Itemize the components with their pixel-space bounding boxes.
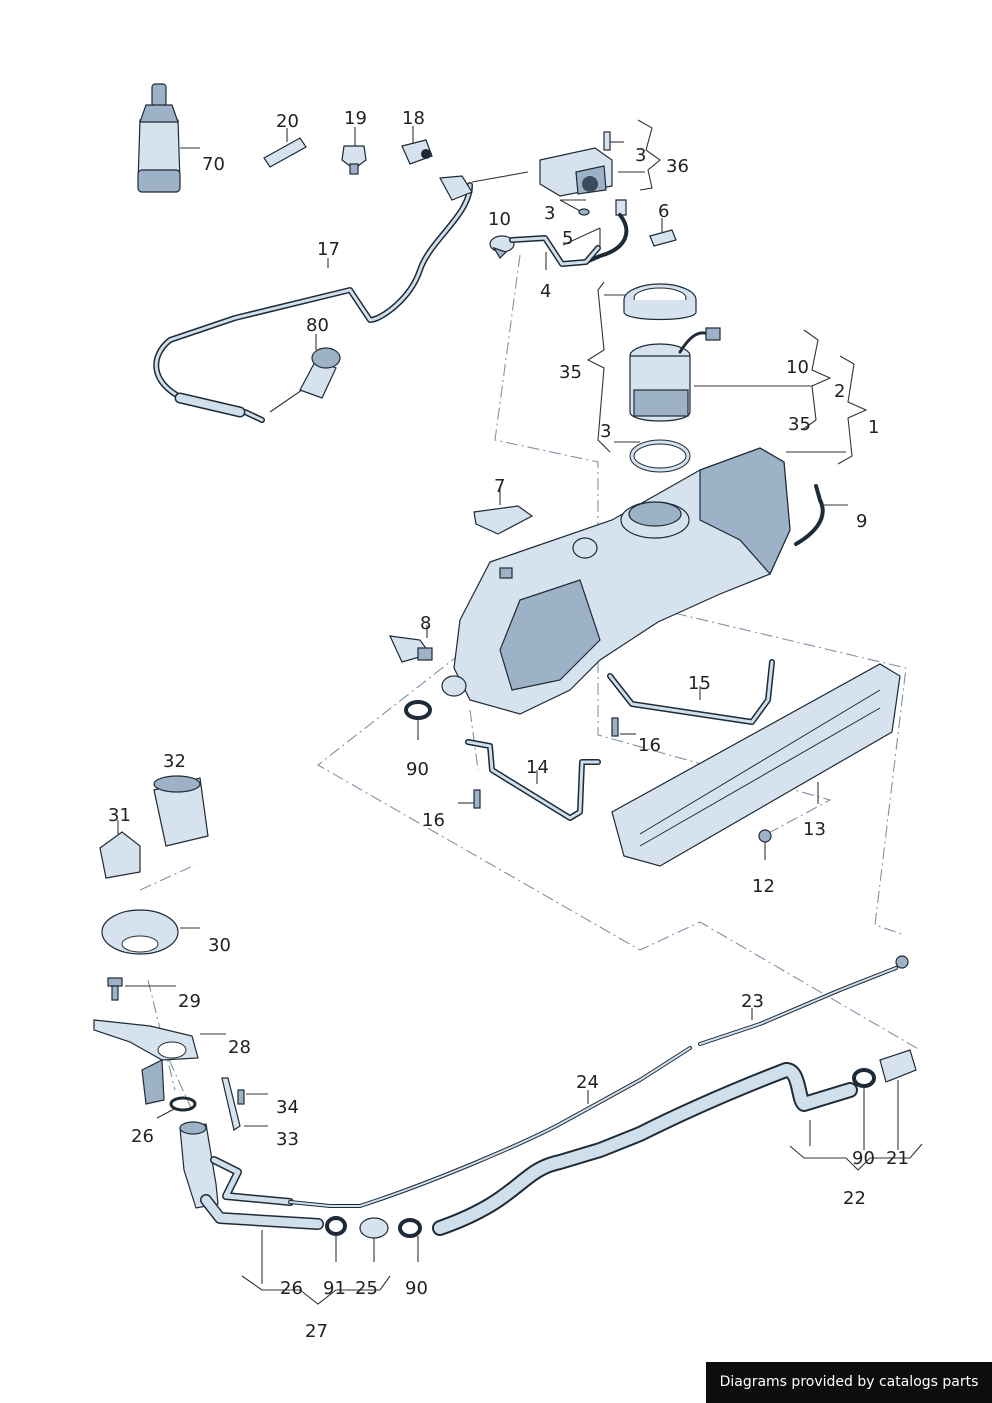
- label-36: 36: [666, 156, 689, 177]
- part-number-labels: 70 20 19 18 3 36 3 6 10 17 5 4 80 35 10 …: [108, 108, 909, 1342]
- label-27: 27: [305, 1321, 328, 1342]
- part-17-vent-line: [153, 171, 529, 423]
- part-80-valve: [269, 334, 341, 413]
- label-3-b: 3: [544, 203, 555, 224]
- label-18: 18: [402, 108, 425, 129]
- label-33: 33: [276, 1129, 299, 1150]
- part-29-bolt: [107, 977, 176, 1001]
- part-12-nut: [758, 829, 772, 860]
- label-2: 2: [834, 381, 845, 402]
- label-90-a: 90: [406, 759, 429, 780]
- label-91: 91: [323, 1278, 346, 1299]
- label-29: 29: [178, 991, 201, 1012]
- part-16-bolts: [458, 717, 636, 809]
- braces-35-1-2: [586, 281, 868, 465]
- label-24: 24: [576, 1072, 599, 1093]
- part-14-strap: [465, 739, 601, 821]
- part-13-heat-shield: [611, 663, 901, 867]
- part-36-pump-module: [539, 119, 661, 264]
- label-90-b: 90: [852, 1148, 875, 1169]
- label-3-c: 3: [600, 421, 611, 442]
- part-8-sensor: [388, 625, 433, 663]
- label-35-b: 35: [788, 414, 811, 435]
- label-26-a: 26: [131, 1126, 154, 1147]
- part-28-bracket: [93, 1019, 226, 1105]
- label-17: 17: [317, 239, 340, 260]
- label-13: 13: [803, 819, 826, 840]
- part-22-21-connector: [789, 1049, 923, 1171]
- label-16-a: 16: [638, 735, 661, 756]
- label-1: 1: [868, 417, 879, 438]
- label-90-c: 90: [405, 1278, 428, 1299]
- label-31: 31: [108, 805, 131, 826]
- part-30-funnel: [101, 909, 200, 955]
- part-18-connector: [401, 126, 433, 165]
- label-10-b: 10: [786, 357, 809, 378]
- part-24-line: [288, 1046, 692, 1208]
- part-10-clamp: [489, 235, 515, 259]
- label-14: 14: [526, 757, 549, 778]
- part-7-module: [473, 487, 534, 535]
- part-26-seal: [156, 1096, 197, 1119]
- label-19: 19: [344, 108, 367, 129]
- label-4: 4: [540, 281, 551, 302]
- part-70-filler-neck: [137, 83, 200, 193]
- part-32-filter: [153, 775, 209, 847]
- label-25: 25: [355, 1278, 378, 1299]
- label-23: 23: [741, 991, 764, 1012]
- label-26-b: 26: [280, 1278, 303, 1299]
- clamps-91-90-lower: [325, 1216, 422, 1262]
- part-3-seal: [614, 439, 691, 473]
- label-12: 12: [752, 876, 775, 897]
- label-22: 22: [843, 1188, 866, 1209]
- part-20-pipe: [263, 128, 307, 168]
- label-21: 21: [886, 1148, 909, 1169]
- part-9-pipe: [794, 484, 848, 546]
- part-6-clip: [649, 218, 677, 247]
- label-70: 70: [202, 154, 225, 175]
- part-34-33-bracket: [221, 1077, 268, 1131]
- label-35-a: 35: [559, 362, 582, 383]
- part-23-line: [698, 955, 909, 1046]
- label-8: 8: [420, 613, 431, 634]
- part-3-nut: [559, 199, 590, 216]
- part-19-clip: [341, 127, 367, 175]
- part-31-cap: [99, 820, 141, 879]
- part-4-hose: [509, 227, 601, 270]
- label-16-b: 16: [422, 810, 445, 831]
- label-9: 9: [856, 511, 867, 532]
- label-7: 7: [494, 476, 505, 497]
- footer-credit: Diagrams provided by catalogs parts: [706, 1362, 992, 1403]
- label-28: 28: [228, 1037, 251, 1058]
- label-15: 15: [688, 673, 711, 694]
- label-32: 32: [163, 751, 186, 772]
- part-25-main-hose: [359, 1062, 858, 1262]
- part-26-filler-pipe: [179, 1121, 391, 1305]
- label-20: 20: [276, 111, 299, 132]
- part-15-strap: [607, 659, 775, 725]
- fuel-tank: [441, 447, 791, 715]
- part-35-lock-ring: [623, 283, 697, 321]
- assembly-dash-lines: [139, 254, 921, 1111]
- label-34: 34: [276, 1097, 299, 1118]
- label-80: 80: [306, 315, 329, 336]
- part-90-clamp-upper: [404, 700, 432, 740]
- label-5: 5: [562, 228, 573, 249]
- label-3-a: 3: [635, 145, 646, 166]
- label-30: 30: [208, 935, 231, 956]
- label-10-a: 10: [488, 209, 511, 230]
- part-10-fuel-sender: [629, 327, 812, 422]
- label-6: 6: [658, 201, 669, 222]
